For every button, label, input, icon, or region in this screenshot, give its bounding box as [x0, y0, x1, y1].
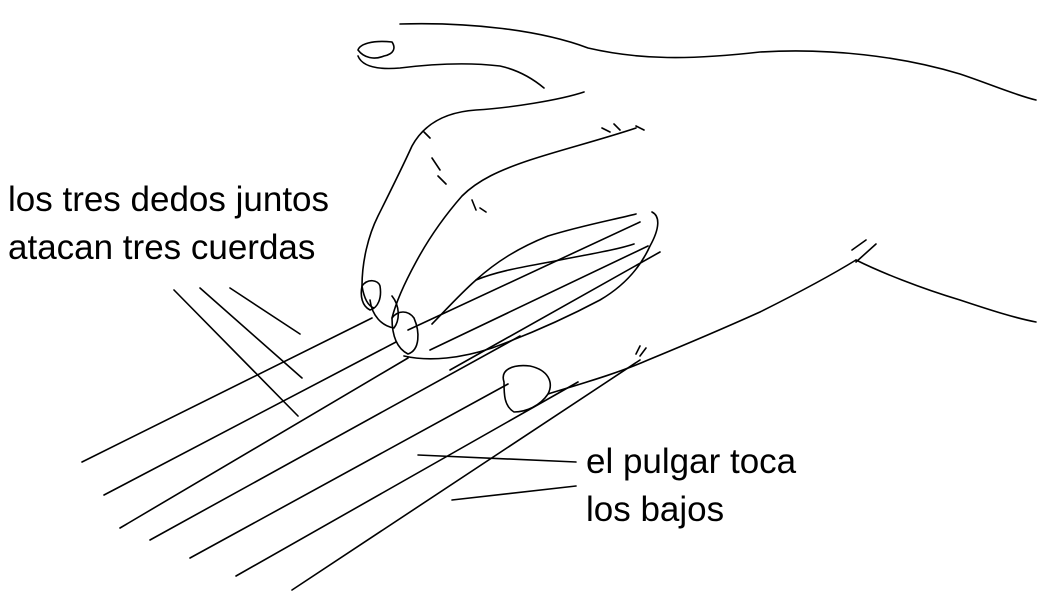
- leader-finger-string-3: [173, 289, 299, 417]
- string-5: [189, 383, 509, 559]
- fingertip-index: [360, 279, 382, 311]
- finger-ring: [431, 213, 637, 325]
- index-finger-crease: [357, 55, 545, 89]
- knuckle-marks: [423, 123, 645, 213]
- string-2: [103, 341, 397, 496]
- leader-thumb-string-1: [417, 454, 577, 463]
- hand-back-line: [399, 22, 1037, 101]
- string-over-hand-3: [449, 251, 661, 371]
- index-finger-top: [357, 40, 395, 59]
- string-4: [149, 335, 521, 541]
- string-over-hand-2: [429, 245, 649, 351]
- thumb-outline: [502, 364, 552, 413]
- leader-finger-string-2: [199, 287, 303, 379]
- hand-outline: [357, 22, 1037, 413]
- finger-index: [361, 91, 585, 309]
- finger-middle: [391, 127, 637, 319]
- string-1: [81, 317, 373, 463]
- thumb-knuckle: [635, 345, 647, 357]
- label-thumb-line-2: los bajos: [586, 490, 725, 529]
- guitar-strings: [81, 221, 661, 591]
- palm-inner-line: [475, 243, 635, 281]
- string-6: [235, 381, 579, 577]
- string-over-hand-1: [407, 221, 641, 331]
- leader-thumb-string-2: [451, 485, 577, 501]
- fingertip-ring: [391, 311, 419, 355]
- leader-lines: [173, 287, 577, 501]
- palm-underside: [403, 211, 659, 360]
- thumb-base: [547, 259, 857, 395]
- label-fingers-line-1: los tres dedos juntos: [8, 180, 330, 219]
- wrist-hair: [851, 239, 877, 263]
- fingertip-middle: [369, 295, 400, 329]
- label-thumb-line-1: el pulgar toca: [586, 442, 797, 481]
- label-fingers-line-2: atacan tres cuerdas: [8, 228, 316, 267]
- leader-finger-string-1: [229, 287, 301, 335]
- string-3: [119, 357, 409, 529]
- wrist-bottom: [855, 259, 1037, 323]
- string-7: [291, 359, 641, 591]
